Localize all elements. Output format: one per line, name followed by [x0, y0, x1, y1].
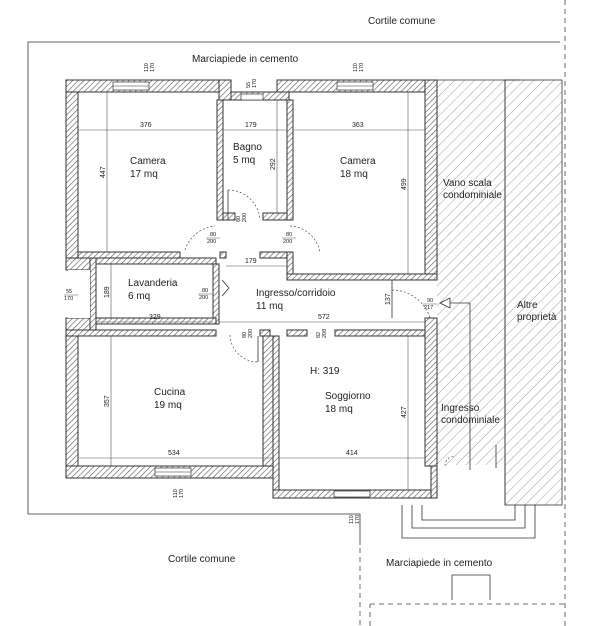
room-bagno: Bagno 5 mq: [233, 142, 262, 166]
room-cucina: Cucina 19 mq: [154, 387, 186, 411]
svg-text:376: 376: [140, 122, 152, 129]
dimension-labels: 376 179 363 447 292 499 179 189 329 572 …: [100, 122, 408, 457]
svg-text:18 mq: 18 mq: [325, 404, 353, 415]
label-ingresso-condominiale: Ingresso: [441, 403, 480, 414]
svg-text:17 mq: 17 mq: [130, 169, 158, 180]
room-soggiorno: Soggiorno 18 mq: [325, 391, 371, 415]
room-camera-1: Camera 17 mq: [130, 156, 166, 180]
svg-text:80: 80: [236, 216, 242, 222]
svg-text:572: 572: [318, 314, 330, 321]
label-cortile-bottom: Cortile comune: [168, 554, 236, 565]
svg-text:80: 80: [242, 332, 248, 338]
stair-area: [437, 79, 563, 506]
svg-text:363: 363: [352, 122, 364, 129]
svg-text:Soggiorno: Soggiorno: [325, 391, 371, 402]
svg-text:217: 217: [424, 305, 433, 311]
svg-text:329: 329: [149, 314, 161, 321]
entrance-steps: [401, 505, 536, 600]
svg-text:Camera: Camera: [340, 156, 376, 167]
svg-text:80: 80: [286, 232, 292, 238]
entrance-arrow-icon: [439, 297, 471, 470]
label-ingresso-condominiale-2: condominiale: [441, 415, 500, 426]
svg-text:208: 208: [322, 329, 328, 338]
svg-text:200: 200: [199, 295, 208, 301]
svg-text:Cucina: Cucina: [154, 387, 186, 398]
svg-text:189: 189: [104, 286, 111, 298]
svg-text:11 mq: 11 mq: [256, 301, 283, 312]
label-altre: Altre: [517, 300, 538, 311]
room-lavanderia: Lavanderia 6 mq: [128, 278, 178, 302]
svg-text:Lavanderia: Lavanderia: [128, 278, 178, 289]
label-marciapiede-top: Marciapiede in cemento: [192, 54, 299, 65]
svg-text:80: 80: [202, 288, 208, 294]
label-vano-scala-2: condominiale: [443, 190, 502, 201]
label-height: H: 319: [310, 366, 340, 377]
svg-text:200: 200: [242, 213, 248, 222]
svg-text:170: 170: [355, 515, 361, 524]
svg-text:80: 80: [210, 232, 216, 238]
svg-text:179: 179: [245, 122, 257, 129]
svg-text:170: 170: [64, 296, 73, 302]
svg-text:110: 110: [144, 63, 150, 72]
svg-text:19 mq: 19 mq: [154, 400, 182, 411]
room-ingresso: Ingresso/corridoio 11 mq: [256, 288, 336, 312]
label-proprieta: proprietà: [517, 312, 557, 323]
svg-text:82: 82: [316, 332, 322, 338]
opening-labels: 110 170 55 170 110 170 55 170 110 170 11…: [64, 63, 437, 524]
svg-text:292: 292: [270, 158, 277, 170]
svg-text:Ingresso/corridoio: Ingresso/corridoio: [256, 288, 336, 299]
label-marciapiede-bottom: Marciapiede in cemento: [386, 558, 493, 569]
svg-text:6 mq: 6 mq: [128, 291, 150, 302]
svg-text:90: 90: [427, 298, 433, 304]
svg-text:18 mq: 18 mq: [340, 169, 368, 180]
svg-text:357: 357: [104, 395, 111, 407]
svg-text:179: 179: [245, 258, 257, 265]
svg-text:200: 200: [283, 239, 292, 245]
svg-text:Bagno: Bagno: [233, 142, 262, 153]
svg-text:200: 200: [248, 329, 254, 338]
svg-text:5 mq: 5 mq: [233, 155, 255, 166]
room-camera-2: Camera 18 mq: [340, 156, 376, 180]
svg-text:170: 170: [252, 79, 258, 88]
svg-text:414: 414: [346, 450, 358, 457]
svg-text:110: 110: [349, 515, 355, 524]
svg-text:534: 534: [168, 450, 180, 457]
svg-text:55: 55: [66, 289, 72, 295]
svg-text:499: 499: [401, 178, 408, 190]
svg-text:170: 170: [179, 489, 185, 498]
windows: [68, 81, 374, 498]
svg-text:200: 200: [207, 239, 216, 245]
svg-text:110: 110: [353, 63, 359, 72]
label-cortile-top: Cortile comune: [368, 16, 436, 27]
svg-text:110: 110: [173, 489, 179, 498]
svg-text:447: 447: [100, 166, 107, 178]
label-vano-scala: Vano scala: [443, 178, 492, 189]
svg-text:137: 137: [385, 293, 392, 305]
dimension-lines: [78, 92, 425, 490]
svg-text:170: 170: [359, 63, 365, 72]
svg-text:Camera: Camera: [130, 156, 166, 167]
svg-text:170: 170: [150, 63, 156, 72]
doors: [184, 189, 497, 468]
svg-text:427: 427: [401, 406, 408, 418]
svg-text:55: 55: [246, 82, 252, 88]
lot-boundary: [27, 0, 566, 626]
